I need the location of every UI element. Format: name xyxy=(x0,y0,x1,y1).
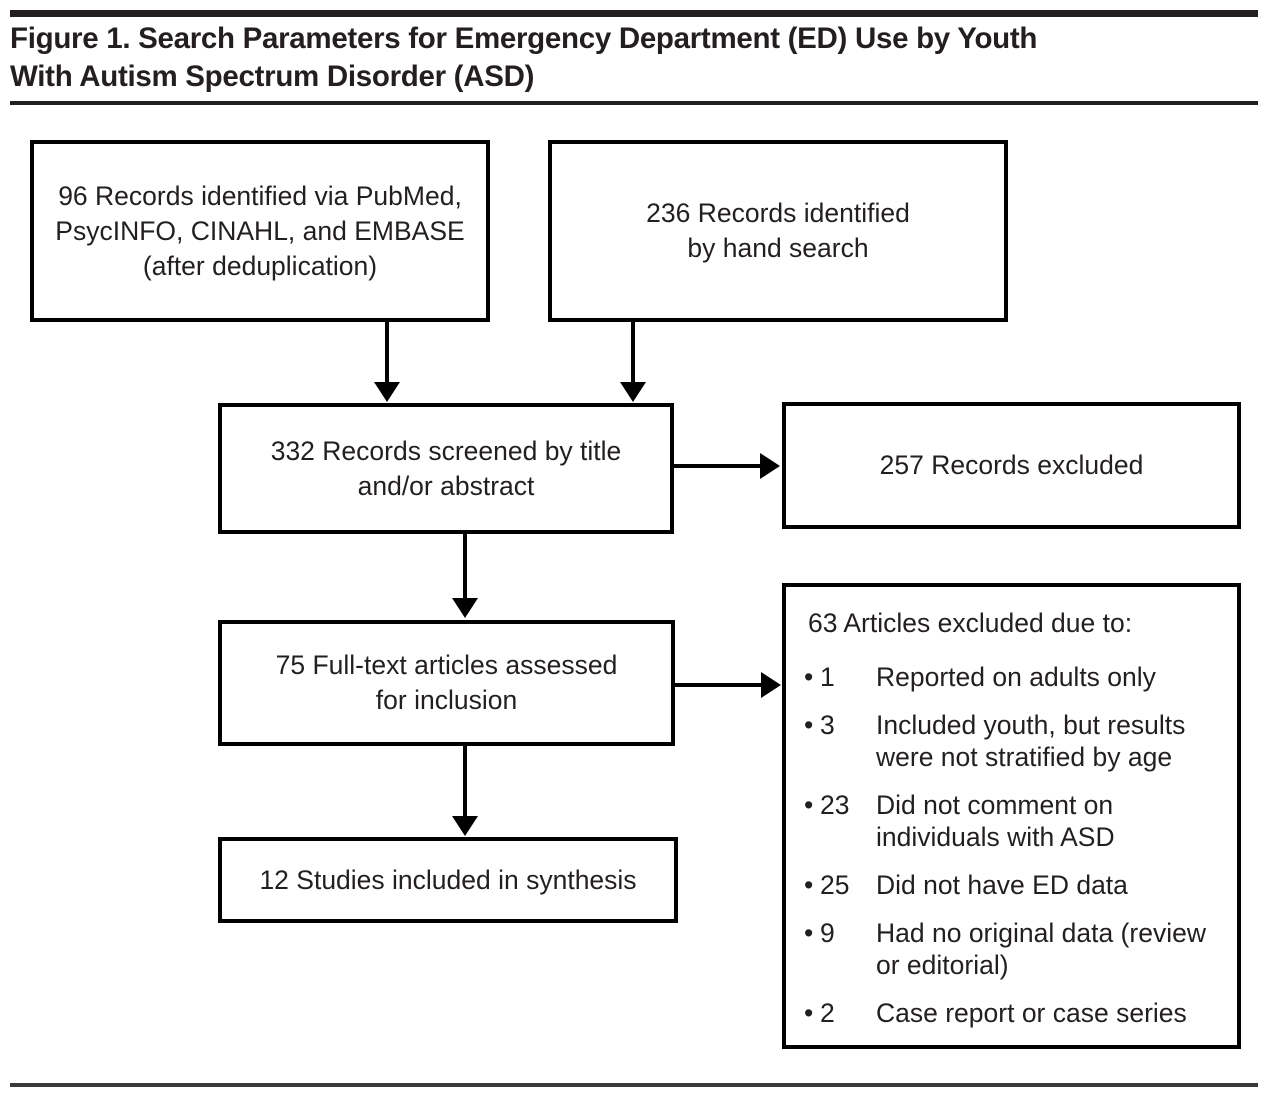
exclusion-count: 25 xyxy=(820,870,850,900)
exclusion-count: 23 xyxy=(820,790,850,820)
bullet-icon: • xyxy=(804,710,814,740)
box-records-screened-label: 332 Records screened by title and/or abs… xyxy=(270,435,622,501)
list-item: •9 Had no original data (review or editor… xyxy=(804,917,1223,981)
box-records-excluded-label: 257 Records excluded xyxy=(879,450,1144,480)
box-records-identified-databases: 96 Records identified via PubMed, PsycIN… xyxy=(30,140,490,322)
connector-fulltext-to-articles-excluded xyxy=(675,683,762,687)
header-bottom-rule xyxy=(10,101,1258,105)
figure-title: Figure 1. Search Parameters for Emergenc… xyxy=(10,22,1038,93)
exclusion-count: 1 xyxy=(820,662,835,692)
bullet-icon: • xyxy=(804,998,814,1028)
arrowhead-right-icon xyxy=(760,453,780,479)
box-records-identified-hand-search-label: 236 Records identified by hand search xyxy=(646,198,910,263)
arrowhead-down-icon xyxy=(452,816,478,836)
box-fulltext-articles-assessed: 75 Full-text articles assessed for inclu… xyxy=(218,620,675,746)
exclusion-count: 3 xyxy=(820,710,835,740)
exclusion-reason: Included youth, but results were not str… xyxy=(876,710,1186,772)
list-item: •3 Included youth, but results were not s… xyxy=(804,709,1223,773)
box-records-identified-databases-label: 96 Records identified via PubMed, PsycIN… xyxy=(55,180,465,281)
articles-excluded-heading: 63 Articles excluded due to: xyxy=(808,608,1133,638)
list-item: •2 Case report or case series xyxy=(804,997,1223,1029)
bullet-icon: • xyxy=(804,662,814,692)
box-studies-included: 12 Studies included in synthesis xyxy=(218,837,678,923)
exclusion-count: 2 xyxy=(820,998,835,1028)
exclusion-reason: Did not have ED data xyxy=(876,870,1128,900)
connector-screened-to-records-excluded xyxy=(674,464,762,468)
arrowhead-down-icon xyxy=(620,382,646,402)
header-top-rule xyxy=(10,10,1258,17)
bullet-icon: • xyxy=(804,870,814,900)
box-fulltext-articles-assessed-label: 75 Full-text articles assessed for inclu… xyxy=(275,650,618,715)
connector-screened-to-fulltext xyxy=(463,534,467,600)
list-item: •25 Did not have ED data xyxy=(804,869,1223,901)
bullet-icon: • xyxy=(804,918,814,948)
footer-rule xyxy=(10,1083,1258,1087)
exclusion-reason: Had no original data (review or editoria… xyxy=(876,918,1206,980)
exclusion-count: 9 xyxy=(820,918,835,948)
list-item: •23 Did not comment on individuals with A… xyxy=(804,789,1223,853)
arrowhead-down-icon xyxy=(374,382,400,402)
box-records-identified-hand-search: 236 Records identified by hand search xyxy=(548,140,1008,322)
arrowhead-right-icon xyxy=(761,672,781,698)
connector-databases-to-screened xyxy=(385,322,389,384)
connector-fulltext-to-included xyxy=(463,746,467,818)
box-studies-included-label: 12 Studies included in synthesis xyxy=(259,864,637,895)
box-records-excluded: 257 Records excluded xyxy=(782,402,1241,529)
connector-hand-search-to-screened xyxy=(631,322,635,384)
list-item: •1 Reported on adults only xyxy=(804,661,1223,693)
exclusion-reason: Reported on adults only xyxy=(876,662,1156,692)
exclusion-reason: Did not comment on individuals with ASD xyxy=(876,790,1115,852)
exclusion-reason: Case report or case series xyxy=(876,998,1187,1028)
arrowhead-down-icon xyxy=(452,598,478,618)
bullet-icon: • xyxy=(804,790,814,820)
box-records-screened: 332 Records screened by title and/or abs… xyxy=(218,403,674,534)
